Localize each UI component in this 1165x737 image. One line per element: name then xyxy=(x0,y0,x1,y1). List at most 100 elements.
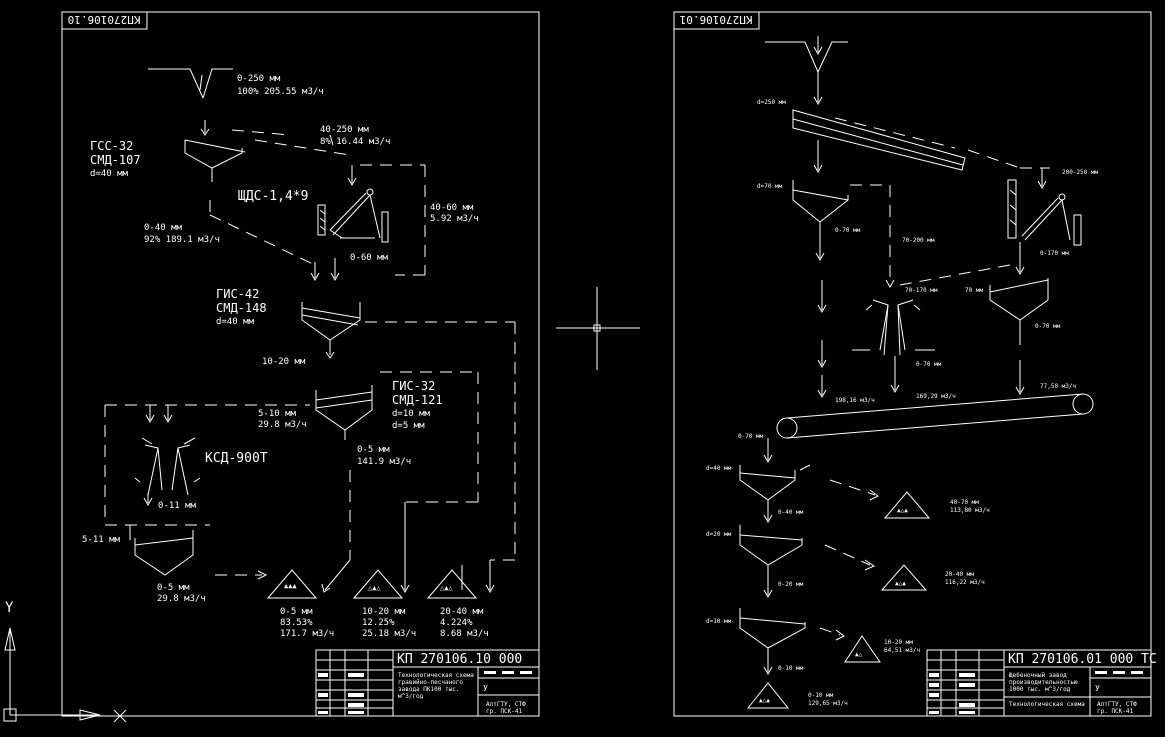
right-screen1-d: d=70 мм xyxy=(757,183,783,190)
final-screen xyxy=(134,530,194,576)
right-cone-out: 0-70 мм xyxy=(916,361,942,368)
svg-text:△▲△: △▲△ xyxy=(368,584,381,592)
right-title-desc-0: Щебеночный завод xyxy=(1009,672,1067,679)
undersize-flow: 92% 189.1 м3/ч xyxy=(144,235,220,245)
right-prod-0-10-size: 0-10 мм xyxy=(808,692,834,699)
left-title-letter: У xyxy=(483,684,488,693)
right-title-org-0: АлтГТУ, СТФ xyxy=(1097,701,1137,708)
right-prod-10-20-flow: 64,51 м3/ч xyxy=(884,647,921,654)
right-top-right: 200-250 мм xyxy=(1062,169,1099,176)
right-pile-10-20: ▲△ xyxy=(844,635,881,663)
left-sheet: КП270106.10 0-250 мм 100% 205.55 м3/ч ГС… xyxy=(61,11,540,717)
ucs-icon: Y xyxy=(3,600,127,723)
feed-size: 0-250 мм xyxy=(237,74,281,84)
right-jaw-out: 0-170 мм xyxy=(1040,250,1069,257)
crosshair-cursor xyxy=(556,287,640,370)
gis42-model: СМД-148 xyxy=(216,301,267,315)
right-s1-under: 0-70 мм xyxy=(835,227,861,234)
right-cone-crusher xyxy=(872,299,889,351)
right-title-code: КП 270106.01 000 ТС xyxy=(1008,652,1157,667)
right-screen-d20 xyxy=(739,525,803,566)
svg-text:▲△▲: ▲△▲ xyxy=(895,580,906,587)
gis32-d2: d=5 мм xyxy=(392,421,425,431)
right-cone-label: 70-170 мм xyxy=(905,287,938,294)
svg-text:▲▲▲: ▲▲▲ xyxy=(284,582,297,590)
product-1-flow: 25.18 м3/ч xyxy=(362,629,416,639)
gis32-model: СМД-121 xyxy=(392,393,443,407)
product-2-pct: 4.224% xyxy=(440,618,473,628)
product-0-size: 0-5 мм xyxy=(280,607,313,617)
final-screen-flow: 29.8 м3/ч xyxy=(157,594,206,604)
gss-model: СМД-107 xyxy=(90,153,141,167)
right-s-d10: d=10 мм xyxy=(706,618,732,625)
right-screen1 xyxy=(792,180,849,223)
right-feed-d: d=250 мм xyxy=(757,99,786,106)
product-0-pct: 83.53% xyxy=(280,618,313,628)
right-s1-mid: 70-200 мм xyxy=(902,237,935,244)
frac-5-10-flow: 29.8 м3/ч xyxy=(258,420,307,430)
right-s-d10-out: 0-10 мм xyxy=(778,665,804,672)
feed-hopper-left xyxy=(148,68,204,99)
right-prod-0-10-flow: 129,65 м3/ч xyxy=(808,700,848,707)
left-title-desc-1: гравийно-песчаного xyxy=(398,679,463,686)
gis32-d1: d=10 мм xyxy=(392,409,431,419)
left-title-org-0: АлтГТУ, СТФ xyxy=(486,701,526,708)
feed-flow: 100% 205.55 м3/ч xyxy=(237,87,324,97)
right-s2-out: 0-70 мм xyxy=(1035,323,1061,330)
right-screen-d10 xyxy=(739,608,806,649)
conveyor xyxy=(776,393,1094,439)
right-prod-20-40-flow: 116,22 м3/ч xyxy=(945,579,985,586)
product-0-flow: 171.7 м3/ч xyxy=(280,629,334,639)
right-stamp: КП270106.01 xyxy=(680,13,753,26)
svg-text:▲△: ▲△ xyxy=(855,651,863,658)
final-screen-size: 0-5 мм xyxy=(157,583,190,593)
frac-5-11: 5-11 мм xyxy=(82,535,121,545)
right-sheet-frame xyxy=(673,11,1152,717)
right-title-block: КП 270106.01 000 ТС Щебеночный завод про… xyxy=(926,649,1157,717)
frac-0-5-flow: 141.9 м3/ч xyxy=(357,457,411,467)
right-pile-40-70: ▲△▲ xyxy=(883,491,931,519)
frac-0-5-size: 0-5 мм xyxy=(357,445,390,455)
gis42-screen xyxy=(301,302,361,341)
right-feed-hopper xyxy=(765,41,819,73)
right-sheet: КП270106.01 d=250 мм 200-250 мм d=70 мм … xyxy=(673,11,1157,717)
ksd-out: 0-11 мм xyxy=(158,501,197,511)
right-title-sub: Технологическая схема xyxy=(1009,701,1085,708)
left-stamp: КП270106.10 xyxy=(68,13,141,26)
gis42-d: d=40 мм xyxy=(216,317,255,327)
right-pile-20-40: ▲△▲ xyxy=(880,564,928,591)
return-flow: 5.92 м3/ч xyxy=(430,214,479,224)
right-conv-out: 0-70 мм xyxy=(738,433,764,440)
right-title-org-1: гр. ПСК-41 xyxy=(1097,708,1134,715)
left-sheet-frame xyxy=(61,11,540,717)
gss-name: ГСС-32 xyxy=(90,139,133,153)
pile-10-20: △▲△ xyxy=(352,569,404,599)
right-s-d40-out: 0-40 мм xyxy=(778,509,804,516)
svg-text:△▲△: △▲△ xyxy=(440,584,453,592)
jaw-crusher-label: ЩДС-1,4*9 xyxy=(238,189,308,204)
gis32-screen xyxy=(315,385,373,431)
gis32-name: ГИС-32 xyxy=(392,379,435,393)
fraction-10-20: 10-20 мм xyxy=(262,357,306,367)
product-1-pct: 12.25% xyxy=(362,618,395,628)
pile-20-40: △▲△ xyxy=(426,569,478,599)
right-prod-40-70-size: 40-70 мм xyxy=(950,499,979,506)
right-prod-10-20-size: 10-20 мм xyxy=(884,639,913,646)
left-stamp-box xyxy=(61,11,148,30)
feed-hopper-right xyxy=(202,68,233,99)
left-title-desc-2: завода ПК100 тыс. xyxy=(398,686,459,693)
scalp-flow: 8% 16.44 м3/ч xyxy=(320,137,390,147)
right-prod-40-70-flow: 113,80 м3/ч xyxy=(950,507,990,514)
right-flow3: 77,50 м3/ч xyxy=(1040,383,1077,390)
svg-text:▲△▲: ▲△▲ xyxy=(759,697,770,704)
left-title-code: КП 270106.10 000 xyxy=(397,652,522,667)
frac-5-10-size: 5-10 мм xyxy=(258,409,297,419)
right-screen-d40 xyxy=(739,465,796,501)
jaw-fixed xyxy=(317,204,326,236)
pile-0-5: ▲▲▲ xyxy=(266,569,318,599)
gss-screen xyxy=(184,140,243,169)
right-screen2-d: 70 мм xyxy=(965,287,983,294)
right-pile-0-10: ▲△▲ xyxy=(746,682,790,709)
gss-d: d=40 мм xyxy=(90,169,129,179)
